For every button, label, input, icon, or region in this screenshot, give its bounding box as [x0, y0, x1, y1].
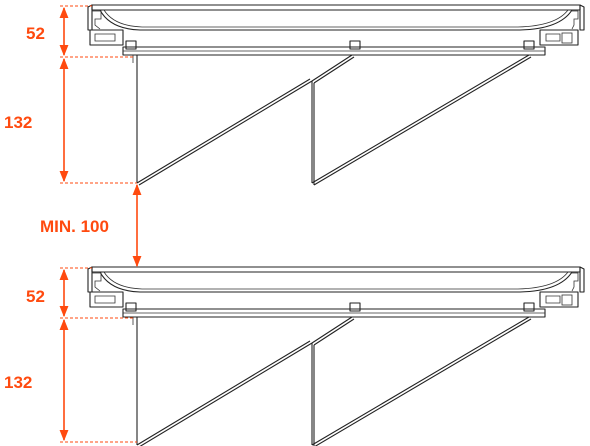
label-gap-min: MIN. 100 [40, 217, 109, 236]
lower-shelf-unit [87, 266, 585, 446]
label-lower-header-height: 52 [26, 287, 45, 306]
label-upper-blade-height: 132 [4, 113, 32, 132]
upper-shelf-unit [87, 4, 585, 186]
label-upper-header-height: 52 [26, 24, 45, 43]
label-lower-blade-height: 132 [4, 373, 32, 392]
dimension-annotations: 52 132 MIN. 100 52 132 [4, 5, 142, 443]
